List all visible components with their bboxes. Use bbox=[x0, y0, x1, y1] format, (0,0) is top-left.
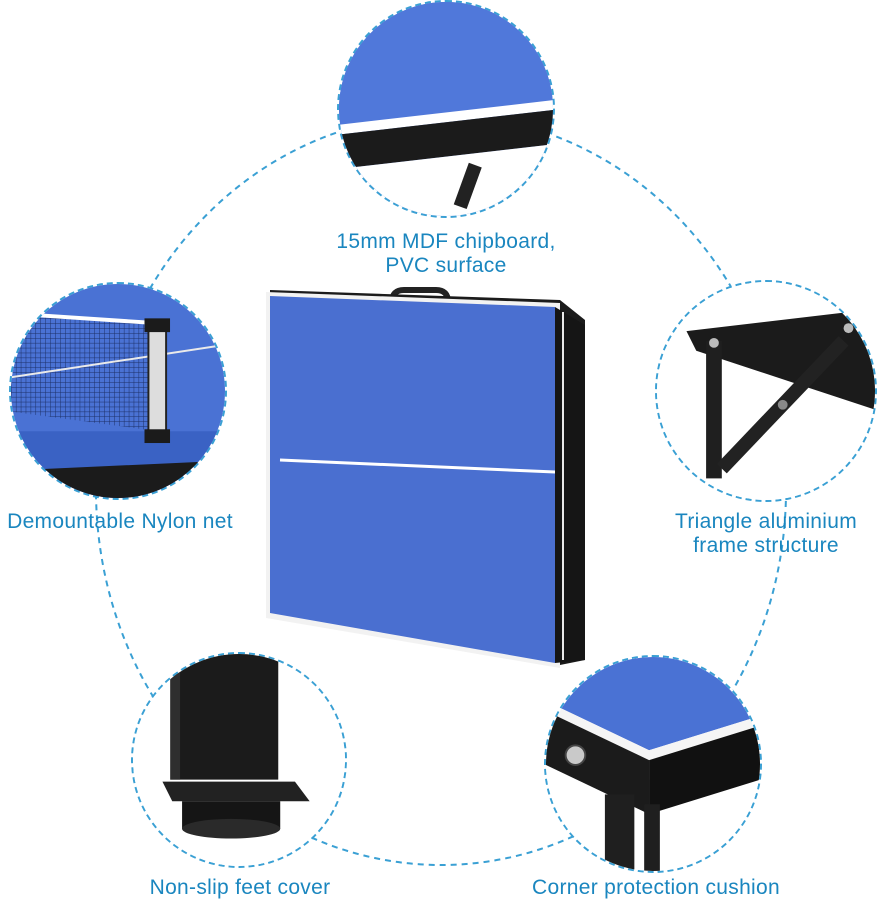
feature-circle-feet bbox=[131, 652, 347, 868]
corner-closeup bbox=[546, 657, 760, 871]
net-closeup bbox=[11, 284, 225, 498]
table-surface-closeup bbox=[339, 2, 553, 216]
label-surface: 15mm MDF chipboard, PVC surface bbox=[336, 230, 556, 277]
frame-closeup bbox=[657, 282, 875, 500]
label-net: Demountable Nylon net bbox=[7, 510, 233, 533]
feature-circle-corner bbox=[544, 655, 762, 873]
label-corner: Corner protection cushion bbox=[532, 876, 780, 899]
feature-circle-net bbox=[9, 282, 227, 500]
feature-circle-frame bbox=[655, 280, 877, 502]
foot-closeup bbox=[133, 654, 345, 866]
label-frame: Triangle aluminium frame structure bbox=[674, 510, 858, 557]
feature-circle-surface bbox=[337, 0, 555, 218]
label-feet: Non-slip feet cover bbox=[149, 876, 331, 899]
